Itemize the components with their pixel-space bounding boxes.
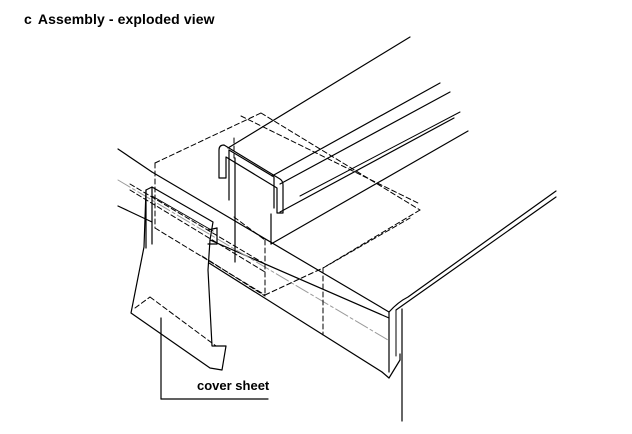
cover-sheet-part	[130, 186, 227, 371]
figure-title: Assembly - exploded view	[37, 11, 215, 27]
upper-rail	[227, 36, 469, 245]
cover-sheet-leader	[160, 317, 269, 400]
centre-line	[117, 179, 389, 341]
figure-label: c	[24, 11, 32, 27]
hidden-outlines	[129, 112, 421, 336]
cover-sheet-label: cover sheet	[197, 378, 270, 393]
u-clip-profile	[218, 144, 284, 263]
lower-member	[117, 148, 557, 422]
figure-heading: c Assembly - exploded view	[24, 11, 215, 27]
